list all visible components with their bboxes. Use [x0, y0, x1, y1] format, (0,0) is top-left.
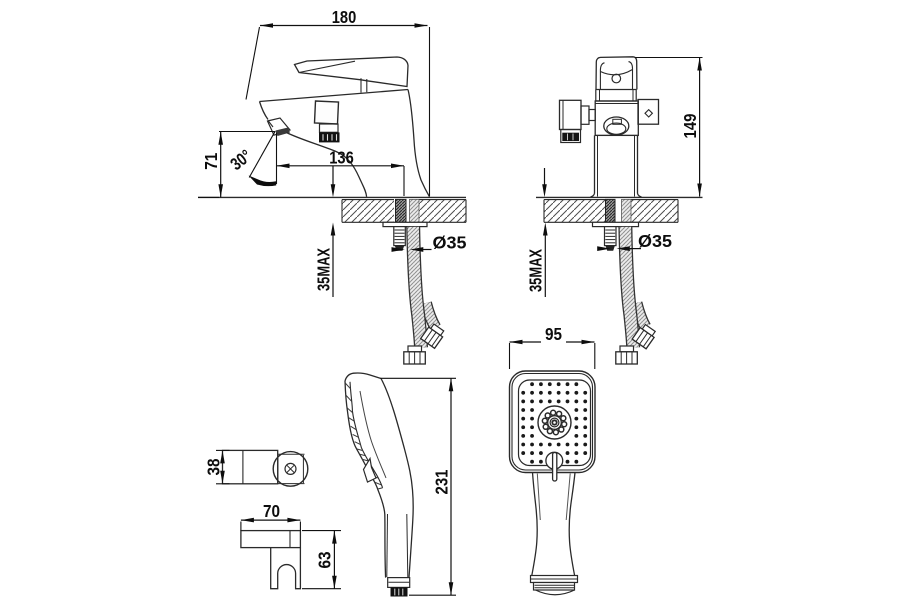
svg-text:63: 63: [315, 551, 335, 568]
svg-text:95: 95: [545, 324, 562, 344]
svg-text:35MAX: 35MAX: [526, 249, 546, 292]
svg-text:Ø35: Ø35: [433, 233, 467, 253]
svg-text:136: 136: [329, 147, 354, 167]
svg-text:71: 71: [201, 153, 221, 170]
svg-text:180: 180: [332, 7, 357, 27]
svg-text:35MAX: 35MAX: [313, 248, 333, 291]
svg-text:30°: 30°: [226, 145, 255, 174]
svg-text:149: 149: [680, 113, 700, 138]
svg-text:231: 231: [432, 469, 452, 494]
svg-text:70: 70: [263, 501, 280, 521]
svg-text:38: 38: [203, 458, 223, 475]
svg-text:Ø35: Ø35: [638, 231, 672, 251]
